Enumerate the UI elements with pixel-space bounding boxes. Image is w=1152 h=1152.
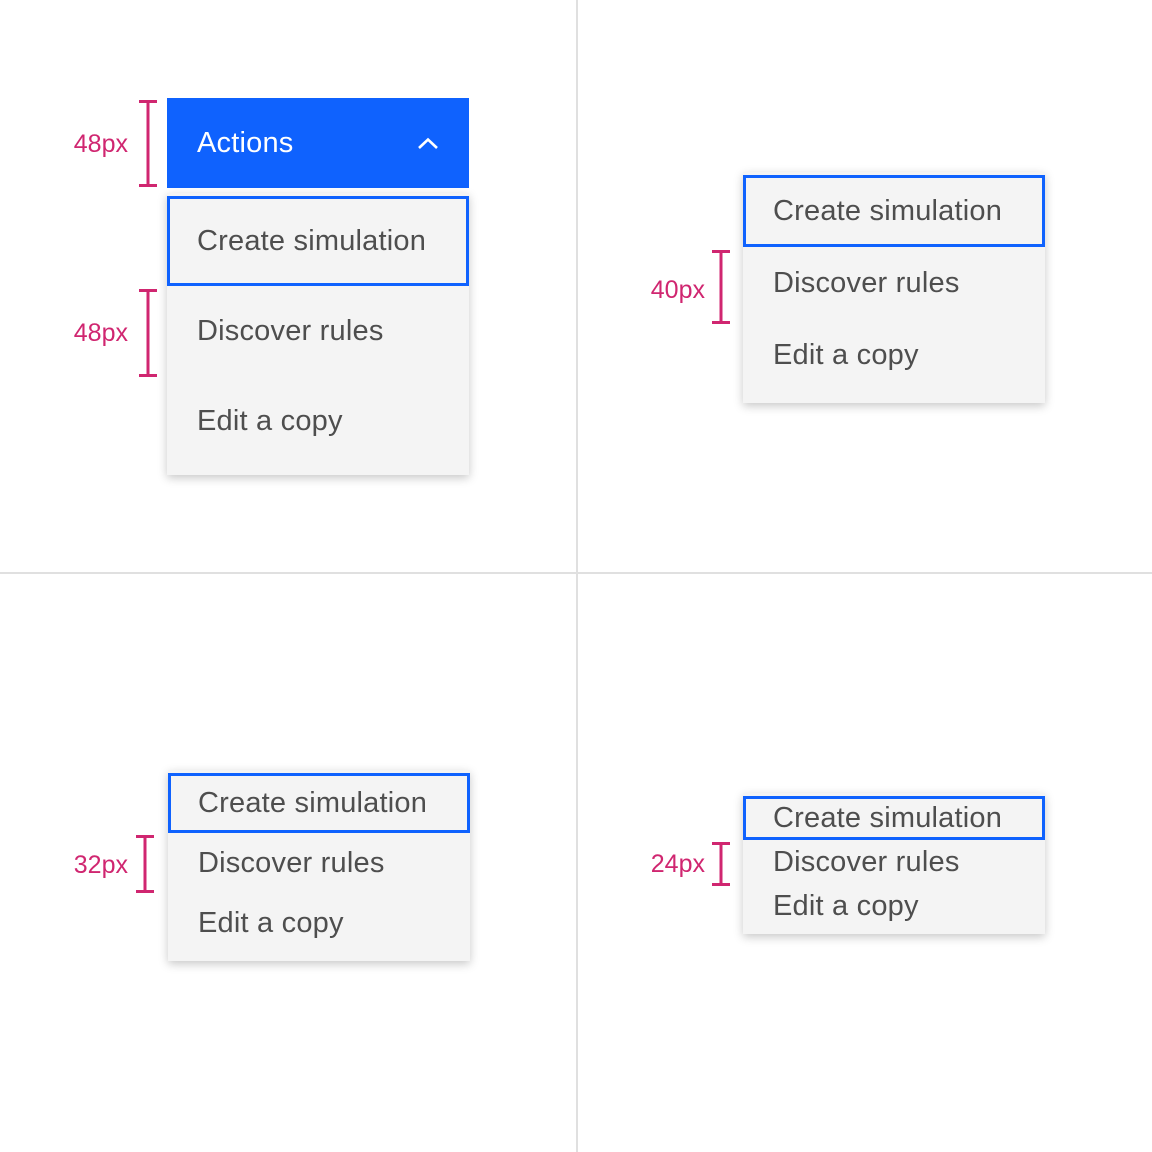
- menu-item-edit-a-copy[interactable]: Edit a copy: [198, 906, 344, 939]
- menu-item-discover-rules[interactable]: Discover rules: [773, 266, 960, 299]
- dropdown-menu-48: Create simulation Discover rules Edit a …: [167, 193, 469, 475]
- measurement-bracket-item-24: [712, 842, 730, 886]
- measurement-label-item-32: 32px: [73, 851, 128, 879]
- menu-item-discover-rules[interactable]: Discover rules: [197, 314, 384, 347]
- quadrant-divider-vertical: [576, 0, 578, 1152]
- dropdown-menu-40: Create simulation Discover rules Edit a …: [743, 172, 1045, 403]
- menu-item-edit-a-copy[interactable]: Edit a copy: [773, 889, 919, 922]
- actions-dropdown-trigger[interactable]: Actions: [167, 98, 469, 188]
- measurement-label-item-24: 24px: [650, 850, 705, 878]
- menu-item-create-simulation[interactable]: Create simulation: [743, 175, 1045, 247]
- menu-item-create-simulation[interactable]: Create simulation: [168, 773, 470, 833]
- menu-item-discover-rules[interactable]: Discover rules: [198, 846, 385, 879]
- measurement-bracket-item-32: [136, 835, 154, 893]
- measurement-bracket-button-48: [139, 100, 157, 187]
- chevron-up-icon: [417, 137, 439, 150]
- dropdown-menu-24: Create simulation Discover rules Edit a …: [743, 793, 1045, 934]
- measurement-label-button-48: 48px: [73, 130, 128, 158]
- quadrant-divider-horizontal: [0, 572, 1152, 574]
- menu-item-edit-a-copy[interactable]: Edit a copy: [197, 404, 343, 437]
- measurement-label-item-48: 48px: [73, 319, 128, 347]
- menu-item-create-simulation[interactable]: Create simulation: [743, 796, 1045, 840]
- actions-button-label: Actions: [197, 126, 294, 159]
- measurement-bracket-item-48: [139, 289, 157, 377]
- measurement-label-item-40: 40px: [650, 276, 705, 304]
- menu-item-discover-rules[interactable]: Discover rules: [773, 845, 960, 878]
- measurement-bracket-item-40: [712, 250, 730, 324]
- dropdown-menu-32: Create simulation Discover rules Edit a …: [168, 770, 470, 961]
- menu-item-edit-a-copy[interactable]: Edit a copy: [773, 338, 919, 371]
- menu-item-create-simulation[interactable]: Create simulation: [167, 196, 469, 286]
